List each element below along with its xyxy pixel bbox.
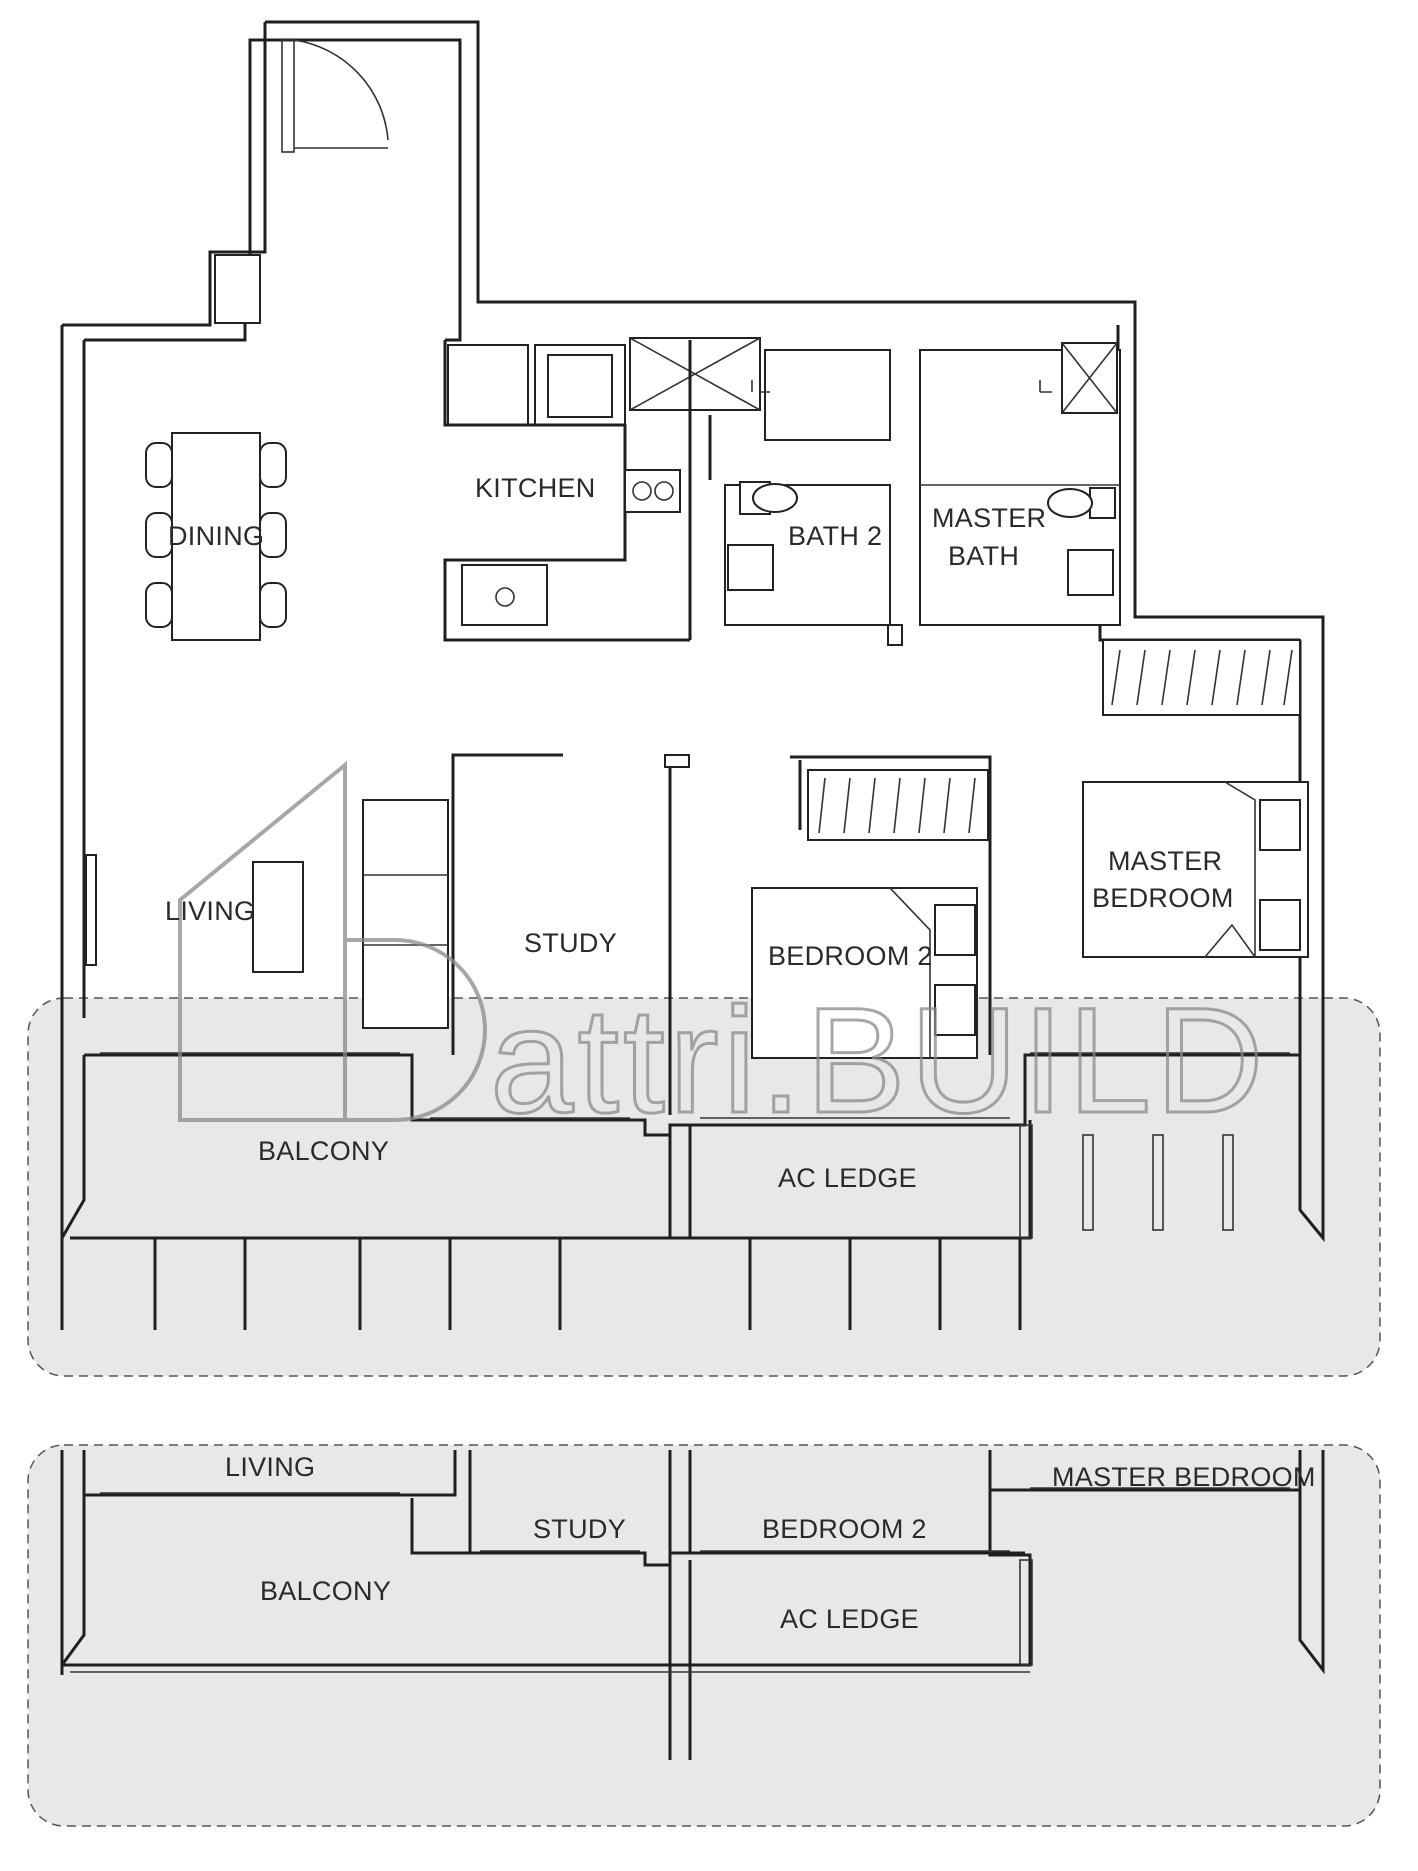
- section-label-living: LIVING: [225, 1452, 315, 1482]
- label-ac-ledge: AC LEDGE: [778, 1163, 917, 1193]
- kitchen-fixtures: [443, 337, 761, 642]
- entry-door: [281, 39, 389, 153]
- label-dining: DINING: [168, 521, 264, 551]
- label-study: STUDY: [524, 928, 617, 958]
- study-walls: [451, 753, 690, 1115]
- section-highlight-zone: [27, 1444, 1381, 1827]
- section-label-study: STUDY: [533, 1514, 626, 1544]
- label-master-bedroom-line1: MASTER: [1108, 846, 1222, 876]
- watermark-logo: attri.BUILD: [178, 760, 1268, 1146]
- section-label-balcony: BALCONY: [260, 1576, 391, 1606]
- label-kitchen: KITCHEN: [475, 473, 596, 503]
- label-master-bath-line2: BATH: [948, 541, 1019, 571]
- section-label-bedroom-2: BEDROOM 2: [762, 1514, 927, 1544]
- section-label-master-bedroom: MASTER BEDROOM: [1052, 1462, 1316, 1492]
- bath2-fixtures: [688, 340, 891, 640]
- label-bath-2: BATH 2: [788, 521, 882, 551]
- corridor-column: [887, 624, 903, 646]
- service-shaft: [214, 254, 261, 324]
- master-bath-fixtures: [919, 342, 1121, 626]
- section-structure: [60, 1450, 1325, 1760]
- section-label-ac-ledge: AC LEDGE: [780, 1604, 919, 1634]
- master-bedroom-furniture: [1082, 781, 1309, 958]
- master-wardrobe: [1102, 639, 1301, 716]
- watermark-text: attri.BUILD: [490, 976, 1268, 1144]
- balcony-highlight-zone: [27, 997, 1381, 1377]
- label-balcony: BALCONY: [258, 1136, 389, 1166]
- label-master-bath-line1: MASTER: [932, 503, 1046, 533]
- living-furniture: [85, 799, 449, 1029]
- balcony-structure: [60, 1052, 1300, 1330]
- label-bedroom-2: BEDROOM 2: [768, 941, 933, 971]
- dining-table: [145, 432, 287, 641]
- bedroom2-furniture: [751, 755, 992, 1059]
- label-living: LIVING: [165, 896, 255, 926]
- label-master-bedroom-line2: BEDROOM: [1092, 883, 1234, 913]
